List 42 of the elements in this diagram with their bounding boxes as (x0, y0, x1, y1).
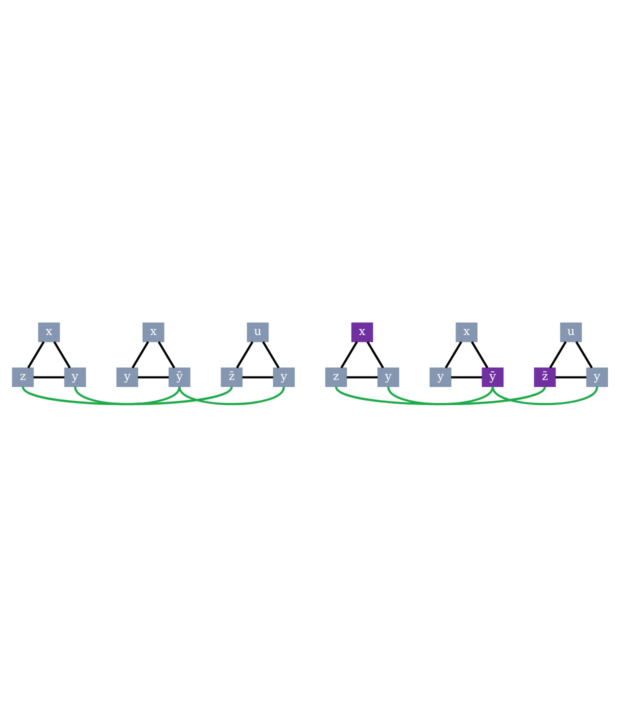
connector (27, 340, 45, 368)
connector (22, 386, 233, 405)
connector (53, 340, 71, 368)
node-box: y (377, 366, 400, 387)
connector (74, 386, 181, 405)
connector (158, 340, 176, 368)
node-box: x (142, 322, 164, 342)
connector (346, 376, 378, 378)
connector (366, 340, 384, 368)
node-box: y (116, 366, 138, 387)
node-box: x (38, 322, 60, 342)
connector (138, 376, 169, 378)
node-box: y (64, 366, 86, 387)
connector (262, 340, 280, 368)
node-box: x (351, 322, 374, 342)
connector (178, 386, 285, 405)
connector (549, 340, 567, 368)
connector (335, 386, 546, 405)
connector (34, 376, 64, 378)
connector (470, 340, 488, 368)
connector (492, 386, 598, 405)
node-box: ȳ (482, 366, 504, 387)
node-box: u (560, 322, 582, 342)
connector (444, 340, 462, 368)
connector (387, 386, 494, 405)
connector (132, 340, 150, 368)
node-box: x (456, 322, 478, 342)
node-box: z (325, 366, 347, 387)
node-box: y (586, 366, 608, 387)
connector (556, 376, 586, 378)
node-box: z̄ (534, 366, 556, 387)
connector (236, 340, 254, 368)
connector (242, 376, 274, 378)
node-box: z (12, 366, 34, 387)
node-box: y (430, 366, 452, 387)
connector (451, 376, 482, 378)
node-box: ȳ (168, 366, 190, 387)
node-box: y (273, 366, 295, 387)
connector (340, 340, 358, 368)
node-box: u (246, 322, 269, 342)
node-box: z̄ (220, 366, 243, 387)
connector (575, 340, 593, 368)
